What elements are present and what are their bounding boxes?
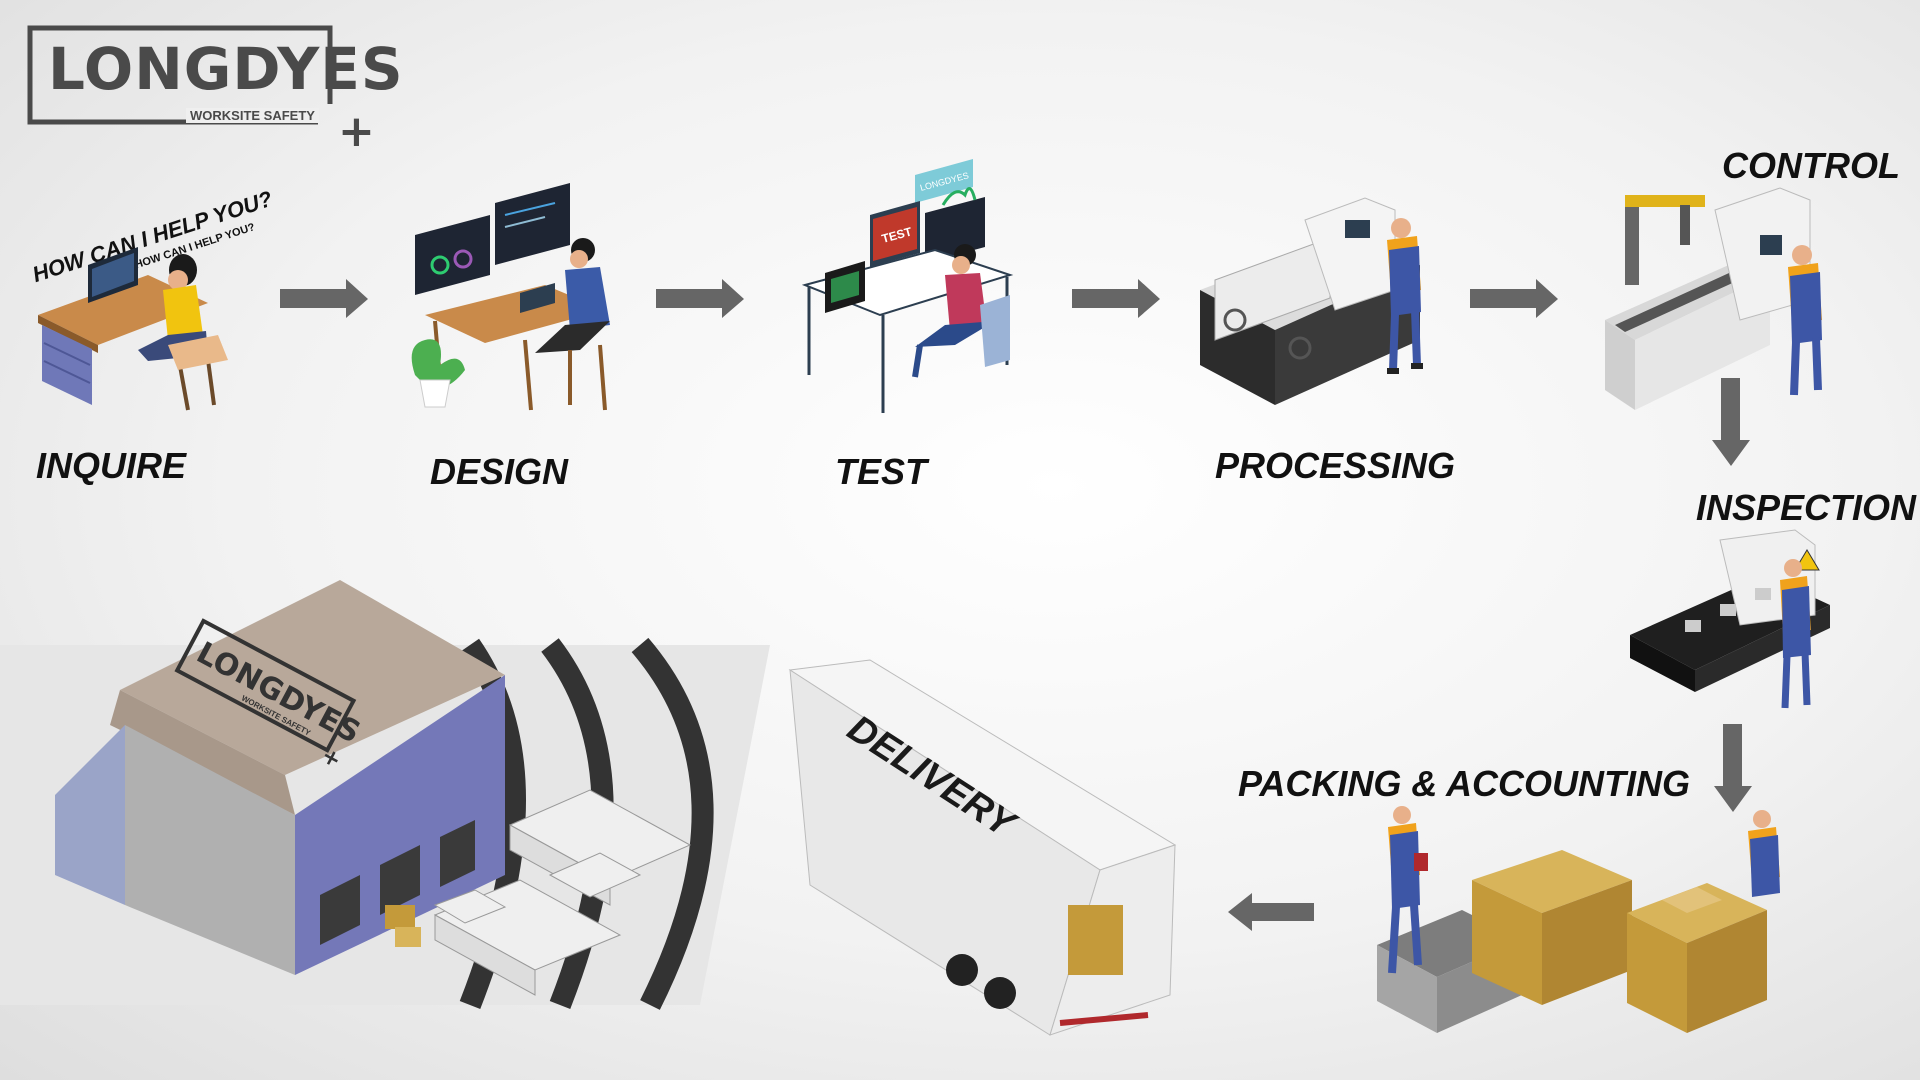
arrow-right-icon <box>656 279 744 318</box>
arrow-left-icon <box>1228 893 1314 931</box>
step-label-design: DESIGN <box>430 451 569 492</box>
design-illustration <box>411 183 610 411</box>
arrow-down-icon <box>1714 724 1752 812</box>
arrow-down-icon <box>1712 378 1750 466</box>
delivery-illustration: LONGDYES WORKSITE SAFETY + DELIVERY <box>0 580 1177 1036</box>
factory-sign-frame <box>174 618 357 753</box>
step-label-inspection: INSPECTION <box>1696 487 1917 528</box>
arrow-right-icon <box>1470 279 1558 318</box>
step-label-processing: PROCESSING <box>1215 445 1456 486</box>
test-illustration: LONGDYES TEST <box>801 159 1014 413</box>
step-label-packing-accounting: PACKING & ACCOUNTING <box>1238 763 1690 804</box>
logo-frame <box>27 25 333 125</box>
arrow-right-icon <box>280 279 368 318</box>
inspection-illustration <box>1630 529 1830 709</box>
arrow-right-icon <box>1072 279 1160 318</box>
logo-subtitle: WORKSITE SAFETY <box>186 108 319 123</box>
processing-illustration <box>1200 197 1423 405</box>
step-label-inquire: INQUIRE <box>36 445 187 486</box>
packing-illustration <box>1377 806 1780 1033</box>
logo-wordmark: LONGDYES <box>48 35 404 103</box>
inquire-illustration: HOW CAN I HELP YOU? HOW CAN I HELP YOU? <box>29 186 275 411</box>
control-illustration <box>1605 187 1822 410</box>
logo-plus: + <box>338 106 375 157</box>
step-label-test: TEST <box>835 451 928 492</box>
step-label-control: CONTROL <box>1722 145 1900 186</box>
brand-logo: LONGDYES WORKSITE SAFETY + <box>27 25 403 154</box>
